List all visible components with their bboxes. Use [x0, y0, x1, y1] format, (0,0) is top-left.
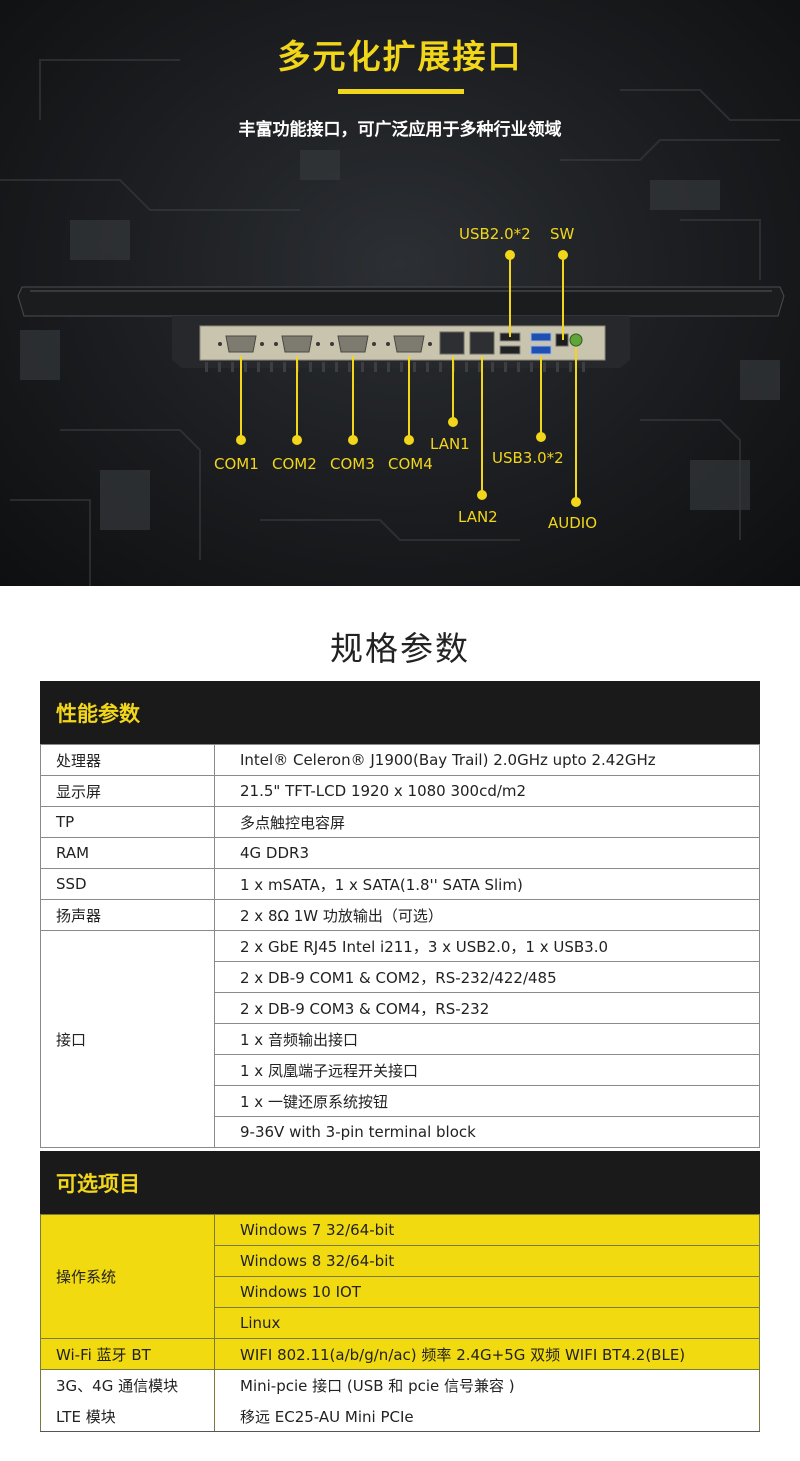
hero-subtitle: 丰富功能接口，可广泛应用于多种行业领域	[238, 120, 562, 140]
row-key-os: 操作系统	[40, 1214, 215, 1339]
table-row: LTE 模块 移远 EC25-AU Mini PCIe	[40, 1400, 760, 1432]
row-key-interface: 接口	[40, 930, 215, 1148]
row-value: WIFI 802.11(a/b/g/n/ac) 频率 2.4G+5G 双频 WI…	[214, 1338, 760, 1370]
row-value: 1 x 一键还原系统按钮	[214, 1085, 760, 1117]
section-optional-heading: 可选项目	[40, 1151, 760, 1214]
row-value: 21.5" TFT-LCD 1920 x 1080 300cd/m2	[214, 775, 760, 807]
device-illustration	[17, 250, 785, 507]
circuit-background	[0, 59, 800, 586]
table-row: 2 x DB-9 COM3 & COM4，RS-232	[41, 992, 760, 1024]
table-row: Windows 10 IOT	[41, 1276, 760, 1308]
label-lan1: LAN1	[430, 435, 470, 453]
row-value: Linux	[214, 1307, 760, 1339]
row-value: Mini-pcie 接口 (USB 和 pcie 信号兼容 )	[214, 1369, 760, 1401]
table-row: TP 多点触控电容屏	[40, 806, 760, 838]
table-row: 处理器 Intel® Celeron® J1900(Bay Trail) 2.0…	[40, 744, 760, 776]
optional-heading-text: 可选项目	[56, 1171, 140, 1196]
label-com3: COM3	[330, 455, 375, 473]
label-lan2: LAN2	[458, 508, 498, 526]
row-value: Windows 10 IOT	[214, 1276, 760, 1308]
row-value: 移远 EC25-AU Mini PCIe	[214, 1400, 760, 1432]
table-row: 显示屏 21.5" TFT-LCD 1920 x 1080 300cd/m2	[40, 775, 760, 807]
table-bottom-border	[40, 1431, 760, 1432]
label-audio: AUDIO	[548, 514, 598, 532]
table-row: 1 x 凤凰端子远程开关接口	[41, 1054, 760, 1086]
table-row: 1 x 一键还原系统按钮	[41, 1085, 760, 1117]
row-value: 2 x 8Ω 1W 功放输出（可选）	[214, 899, 760, 931]
label-usb2: USB2.0*2	[459, 225, 531, 243]
table-row: Windows 8 32/64-bit	[41, 1245, 760, 1277]
label-usb3: USB3.0*2	[492, 449, 564, 467]
row-key: 扬声器	[40, 899, 215, 931]
label-com4: COM4	[388, 455, 433, 473]
optional-table: 操作系统 Windows 7 32/64-bit Windows 8 32/64…	[40, 1214, 760, 1432]
table-row: 接口 2 x GbE RJ45 Intel i211，3 x USB2.0，1 …	[40, 930, 760, 1148]
performance-table: 处理器 Intel® Celeron® J1900(Bay Trail) 2.0…	[40, 744, 760, 1148]
title-underline	[338, 89, 464, 94]
label-com1: COM1	[214, 455, 259, 473]
table-row: 1 x 音频输出接口	[41, 1023, 760, 1055]
row-value: 2 x GbE RJ45 Intel i211，3 x USB2.0，1 x U…	[214, 930, 760, 962]
row-key: 处理器	[40, 744, 215, 776]
row-value: 1 x 凤凰端子远程开关接口	[214, 1054, 760, 1086]
row-key: RAM	[40, 837, 215, 869]
row-value: Windows 8 32/64-bit	[214, 1245, 760, 1277]
spec-title: 规格参数	[330, 629, 470, 668]
hero-title: 多元化扩展接口	[277, 37, 523, 76]
row-key-wifi: Wi-Fi 蓝牙 BT	[40, 1338, 215, 1370]
table-row: Linux	[41, 1307, 760, 1339]
row-value: Windows 7 32/64-bit	[214, 1214, 760, 1246]
row-value: 9-36V with 3-pin terminal block	[214, 1116, 760, 1148]
table-row: 操作系统 Windows 7 32/64-bit	[40, 1214, 760, 1339]
row-key: 显示屏	[40, 775, 215, 807]
section-performance-heading: 性能参数	[40, 681, 760, 744]
row-key-3g4g: 3G、4G 通信模块	[40, 1369, 215, 1401]
row-value: 1 x 音频输出接口	[214, 1023, 760, 1055]
row-value: 4G DDR3	[214, 837, 760, 869]
row-value: Intel® Celeron® J1900(Bay Trail) 2.0GHz …	[214, 744, 760, 776]
row-value: 2 x DB-9 COM3 & COM4，RS-232	[214, 992, 760, 1024]
hero-banner: 多元化扩展接口 丰富功能接口，可广泛应用于多种行业领域	[0, 0, 800, 586]
table-row: Wi-Fi 蓝牙 BT WIFI 802.11(a/b/g/n/ac) 频率 2…	[40, 1338, 760, 1370]
performance-heading-text: 性能参数	[56, 701, 140, 726]
row-key: SSD	[40, 868, 215, 900]
row-key-lte: LTE 模块	[40, 1400, 215, 1432]
table-row: 2 x DB-9 COM1 & COM2，RS-232/422/485	[41, 961, 760, 993]
table-row: RAM 4G DDR3	[40, 837, 760, 869]
row-value: 2 x DB-9 COM1 & COM2，RS-232/422/485	[214, 961, 760, 993]
row-value: 多点触控电容屏	[214, 806, 760, 838]
label-sw: SW	[550, 225, 575, 243]
row-value: 1 x mSATA，1 x SATA(1.8'' SATA Slim)	[214, 868, 760, 900]
label-com2: COM2	[272, 455, 317, 473]
table-row: 9-36V with 3-pin terminal block	[41, 1116, 760, 1148]
table-row: 扬声器 2 x 8Ω 1W 功放输出（可选）	[40, 899, 760, 931]
table-row: SSD 1 x mSATA，1 x SATA(1.8'' SATA Slim)	[40, 868, 760, 900]
table-row: 3G、4G 通信模块 Mini-pcie 接口 (USB 和 pcie 信号兼容…	[40, 1369, 760, 1401]
row-key: TP	[40, 806, 215, 838]
